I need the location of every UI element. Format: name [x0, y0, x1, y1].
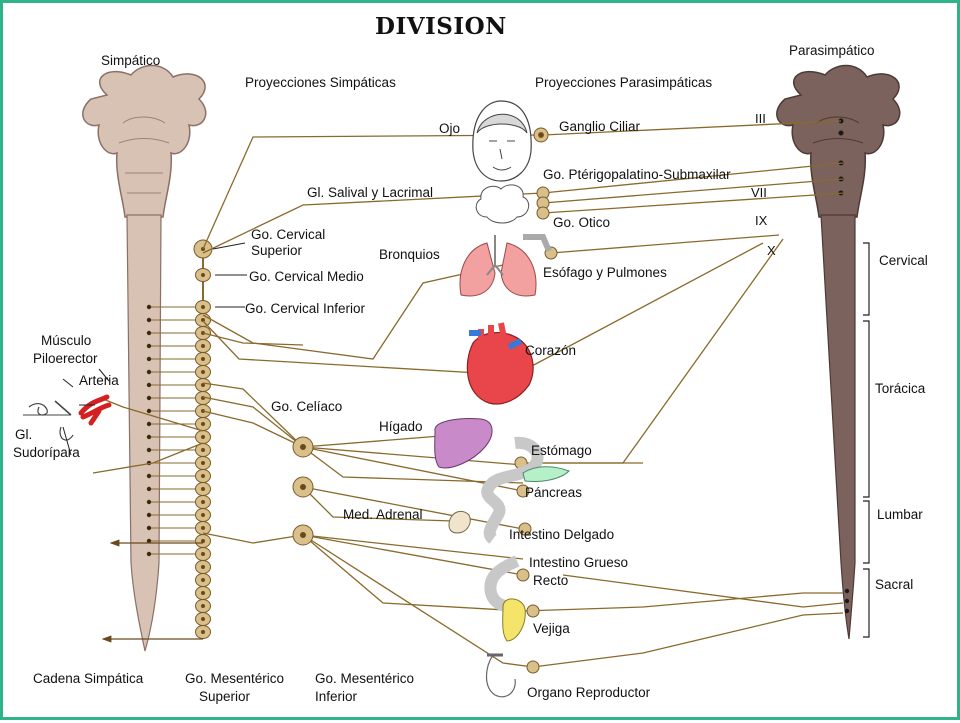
label-estomago: Estómago [531, 443, 592, 458]
sympathetic-brain [82, 64, 207, 218]
bladder [502, 598, 526, 642]
spinal-root-dot [146, 317, 152, 323]
label-go-mesenterico-inferior-2: Inferior [315, 689, 358, 704]
header-proyecciones-parasimpaticas: Proyecciones Parasimpáticas [535, 75, 713, 90]
label-intestino-delgado: Intestino Delgado [509, 527, 615, 542]
region-brackets [863, 242, 870, 638]
spinal-root-dot [146, 525, 152, 531]
region-lumbar: Lumbar [877, 507, 923, 522]
label-pancreas: Páncreas [525, 485, 583, 500]
lungs [459, 234, 552, 297]
label-go-cervical-superior-2: Superior [251, 243, 303, 258]
label-go-cervical-superior-1: Go. Cervical [251, 227, 326, 242]
salivary-gland [475, 184, 530, 224]
label-vejiga: Vejiga [533, 621, 570, 636]
spinal-root-dot [146, 447, 152, 453]
label-corazon: Corazón [525, 343, 577, 358]
label-organo-reproductor: Organo Reproductor [527, 685, 651, 700]
sympathetic-spinal-cord [126, 214, 162, 652]
spinal-root-dot [146, 473, 152, 479]
region-toracica: Torácica [875, 381, 926, 396]
spinal-root-dot [146, 538, 152, 544]
autonomic-diagram [23, 64, 901, 698]
label-med-adrenal: Med. Adrenal [343, 507, 423, 522]
label-sudoripara: Sudorípara [13, 445, 80, 460]
label-go-otico: Go. Otico [553, 215, 611, 230]
skin-structures [23, 394, 112, 441]
spinal-root-dot [146, 304, 152, 310]
label-ojo: Ojo [439, 121, 461, 136]
region-sacral: Sacral [875, 577, 914, 592]
label-gl-salival: Gl. Salival y Lacrimal [307, 185, 434, 200]
outflow-arrows [101, 539, 203, 643]
diagram-title: DIVISION [375, 13, 507, 40]
label-esofago: Esófago y Pulmones [543, 265, 667, 280]
spinal-root-dot [146, 382, 152, 388]
spinal-root-dot [146, 486, 152, 492]
label-go-mesenterico-inferior-1: Go. Mesentérico [315, 671, 415, 686]
sacral-nucleus-dot [844, 588, 850, 594]
label-go-pterigo: Go. Ptérigopalatino-Submaxilar [543, 167, 731, 182]
nerve-IX: IX [755, 213, 768, 228]
nerve-X: X [767, 243, 776, 258]
heart [466, 322, 534, 405]
label-go-celiaco: Go. Celíaco [271, 399, 343, 414]
spinal-root-dot [146, 356, 152, 362]
label-ganglio-ciliar: Ganglio Ciliar [559, 119, 641, 134]
label-arteria: Arteria [79, 373, 119, 388]
parasympathetic-spinal-cord [820, 214, 856, 640]
label-bronquios: Bronquios [379, 247, 440, 262]
spinal-root-dot [146, 408, 152, 414]
reproductive-organ [485, 653, 516, 698]
header-parasimpatico: Parasimpático [789, 43, 875, 58]
spinal-root-dot [146, 343, 152, 349]
nerve-lines [92, 120, 846, 668]
spinal-root-dot [146, 395, 152, 401]
sacral-nucleus-dot [844, 608, 850, 614]
label-go-cervical-medio: Go. Cervical Medio [249, 269, 364, 284]
label-go-cervical-inferior: Go. Cervical Inferior [245, 301, 366, 316]
prevertebral-ganglia [292, 436, 314, 546]
brainstem-nucleus-dot [838, 130, 844, 136]
spinal-root-dot [146, 369, 152, 375]
sacral-nucleus-dot [844, 598, 850, 604]
digestive-tract [481, 436, 544, 613]
label-go-mesenterico-superior-1: Go. Mesentérico [185, 671, 285, 686]
header-simpatico: Simpático [101, 53, 161, 68]
adrenal [448, 510, 471, 534]
label-intestino-grueso: Intestino Grueso [529, 555, 629, 570]
spinal-root-dot [146, 551, 152, 557]
spinal-root-dot [146, 421, 152, 427]
label-gl: Gl. [15, 427, 33, 442]
header-proyecciones-simpaticas: Proyecciones Simpáticas [245, 75, 396, 90]
spinal-root-dot [146, 499, 152, 505]
label-go-mesenterico-superior-2: Superior [199, 689, 251, 704]
sympathetic-chain [146, 118, 850, 639]
artery-icon [78, 394, 112, 426]
liver [434, 418, 493, 469]
label-higado: Hígado [379, 419, 423, 434]
label-leaders [62, 242, 247, 456]
label-musculo: Músculo [41, 333, 92, 348]
spinal-root-dot [146, 512, 152, 518]
parasympathetic-brain [776, 64, 901, 218]
eye-face [472, 100, 532, 182]
nerve-VII: VII [751, 185, 767, 200]
label-cadena-simpatica: Cadena Simpática [33, 671, 144, 686]
nerve-III: III [755, 111, 766, 126]
pancreas [522, 466, 570, 482]
label-recto: Recto [533, 573, 569, 588]
spinal-root-dot [146, 434, 152, 440]
spinal-root-dot [146, 330, 152, 336]
region-cervical: Cervical [879, 253, 928, 268]
label-piloerector: Piloerector [33, 351, 98, 366]
